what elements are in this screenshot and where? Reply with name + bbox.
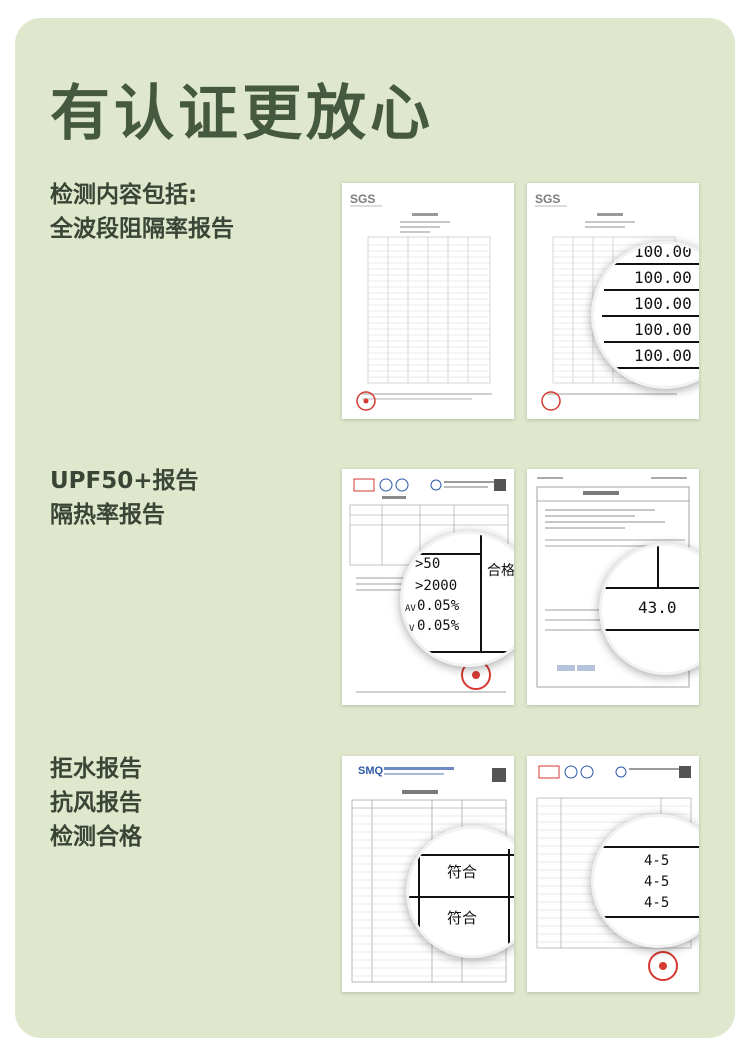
magnified-pass-text: 符合 xyxy=(447,863,478,881)
section-water-text: 拒水报告 抗风报告 检测合格 xyxy=(50,752,142,854)
magnified-value: 4-5 xyxy=(644,895,670,911)
magnifier-grid xyxy=(594,846,699,918)
magnifier-lens: >50 >2000 AV 0.05% V 0.05% 合格 xyxy=(400,531,514,667)
section-upf-text: UPF50+报告 隔热率报告 xyxy=(50,464,199,532)
report-page-graphic xyxy=(536,477,690,688)
sgs-report-document-zoomed: SGS 100.00 100.00 100.00 10 xyxy=(527,183,699,419)
magnified-pass-text: 符合 xyxy=(447,909,478,927)
magnifier-grid xyxy=(602,263,699,369)
magnified-value: 0.05% xyxy=(417,598,460,614)
magnified-subscript: V xyxy=(409,624,415,634)
smq-logo-text: SMQ xyxy=(358,765,384,777)
magnified-value: 100.00 xyxy=(634,268,692,287)
magnified-pass-text: 合格 xyxy=(487,563,514,579)
upf-report-document: >50 >2000 AV 0.05% V 0.05% 合格 xyxy=(342,469,514,705)
section-line: 隔热率报告 xyxy=(50,502,165,528)
magnified-value: 0.05% xyxy=(417,618,460,634)
magnifier-lens: 4-5 4-5 4-5 xyxy=(591,814,699,948)
magnified-value: 4-5 xyxy=(644,853,670,869)
magnified-value: 100.00 xyxy=(634,346,692,365)
magnified-subscript: AV xyxy=(405,604,416,614)
magnified-value: 100.00 xyxy=(634,242,692,261)
section-line: 拒水报告 xyxy=(50,756,142,782)
magnified-value: 100.00 xyxy=(634,294,692,313)
magnifier-grid xyxy=(602,546,699,631)
water-report-document: SMQ 符合 符合 xyxy=(342,756,514,992)
magnified-value: >50 xyxy=(415,556,441,572)
section-line: 全波段阻隔率报告 xyxy=(50,216,234,242)
magnifier-grid xyxy=(409,849,514,945)
magnified-value: 100.00 xyxy=(634,320,692,339)
section-spectrum-text: 检测内容包括: 全波段阻隔率报告 xyxy=(50,178,234,246)
magnifier-lens: 43.0 xyxy=(599,543,699,675)
sgs-logo-text: SGS xyxy=(350,192,375,206)
sgs-report-document: SGS xyxy=(342,183,514,419)
magnifier-lens: 符合 符合 xyxy=(406,826,514,958)
wind-report-document: 4-5 4-5 4-5 xyxy=(527,756,699,992)
sgs-logo-text: SGS xyxy=(535,192,560,206)
section-line: UPF50+报告 xyxy=(50,468,199,494)
magnified-value: 43.0 xyxy=(638,598,677,617)
magnifier-grid xyxy=(403,534,514,653)
magnifier-lens: 100.00 100.00 100.00 100.00 100.00 xyxy=(591,241,699,389)
heat-report-document: 43.0 xyxy=(527,469,699,705)
report-page-graphic: SGS xyxy=(350,192,492,411)
magnified-value: 4-5 xyxy=(644,874,670,890)
section-line: 抗风报告 xyxy=(50,790,142,816)
section-line: 检测内容包括: xyxy=(50,182,198,208)
page-title: 有认证更放心 xyxy=(50,79,434,149)
magnified-value: >2000 xyxy=(415,578,458,594)
section-line: 检测合格 xyxy=(50,824,142,850)
